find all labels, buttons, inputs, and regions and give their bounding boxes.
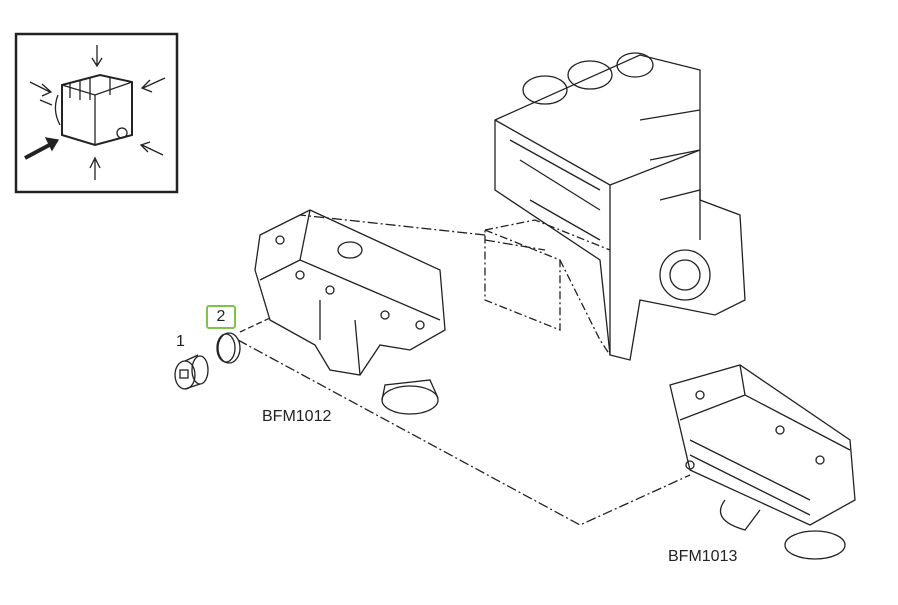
orientation-inset <box>14 32 179 194</box>
plug-part-1 <box>174 354 209 390</box>
arrow-top <box>91 45 103 68</box>
variant-label-bfm1012: BFM1012 <box>262 408 332 425</box>
oil-cooler-bfm1012 <box>254 209 446 415</box>
arrow-bottom <box>89 156 101 180</box>
engine-block <box>494 52 746 361</box>
seal-ring-part-2 <box>216 332 241 364</box>
gasket-outline <box>484 219 611 356</box>
variant-label-bfm1013: BFM1013 <box>668 548 738 565</box>
leader-line <box>237 339 691 526</box>
oil-cooler-bfm1013 <box>669 364 856 560</box>
callout-2-label[interactable]: 2 <box>206 305 236 329</box>
callout-1-label[interactable]: 1 <box>176 333 185 350</box>
